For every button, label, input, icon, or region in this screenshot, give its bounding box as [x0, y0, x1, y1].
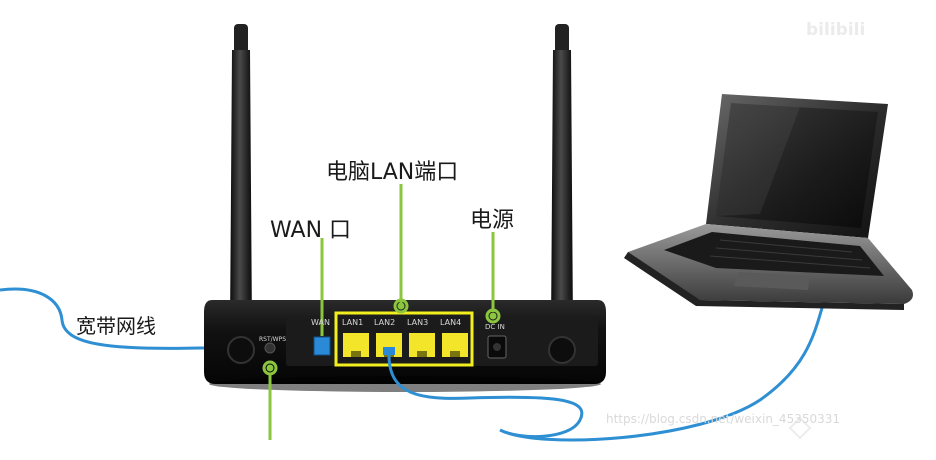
lan-port-3	[409, 333, 435, 357]
lan-cable	[387, 297, 827, 442]
wan-port	[313, 336, 331, 356]
reset-button-icon	[264, 342, 276, 354]
watermark-logo-icon	[788, 416, 812, 440]
lan-port-4	[442, 333, 468, 357]
csdn-url-watermark: https://blog.csdn.net/weixin_45350331	[606, 412, 841, 426]
lan2-label: LAN2	[374, 318, 396, 327]
bilibili-watermark: bilibili	[806, 20, 866, 40]
lan-highlight-box	[334, 311, 474, 367]
lan1-label: LAN1	[342, 318, 364, 327]
broadband-cable	[0, 287, 322, 350]
power-label: 电源	[470, 208, 515, 233]
dc-in-label: DC IN	[485, 323, 505, 331]
reset-label: RST/WPS	[259, 336, 287, 343]
callout-lines	[262, 184, 501, 440]
laptop	[624, 94, 913, 310]
lan-port-1	[343, 333, 369, 357]
broadband-cable-label: 宽带网线	[76, 314, 156, 338]
lan-ports-label: 电脑LAN端口	[326, 160, 459, 185]
lan3-label: LAN3	[407, 318, 429, 327]
wan-label: WAN	[311, 318, 330, 327]
lan4-label: LAN4	[440, 318, 462, 327]
wan-port-label: WAN 口	[270, 218, 352, 243]
lan-cable-plug	[383, 347, 395, 355]
